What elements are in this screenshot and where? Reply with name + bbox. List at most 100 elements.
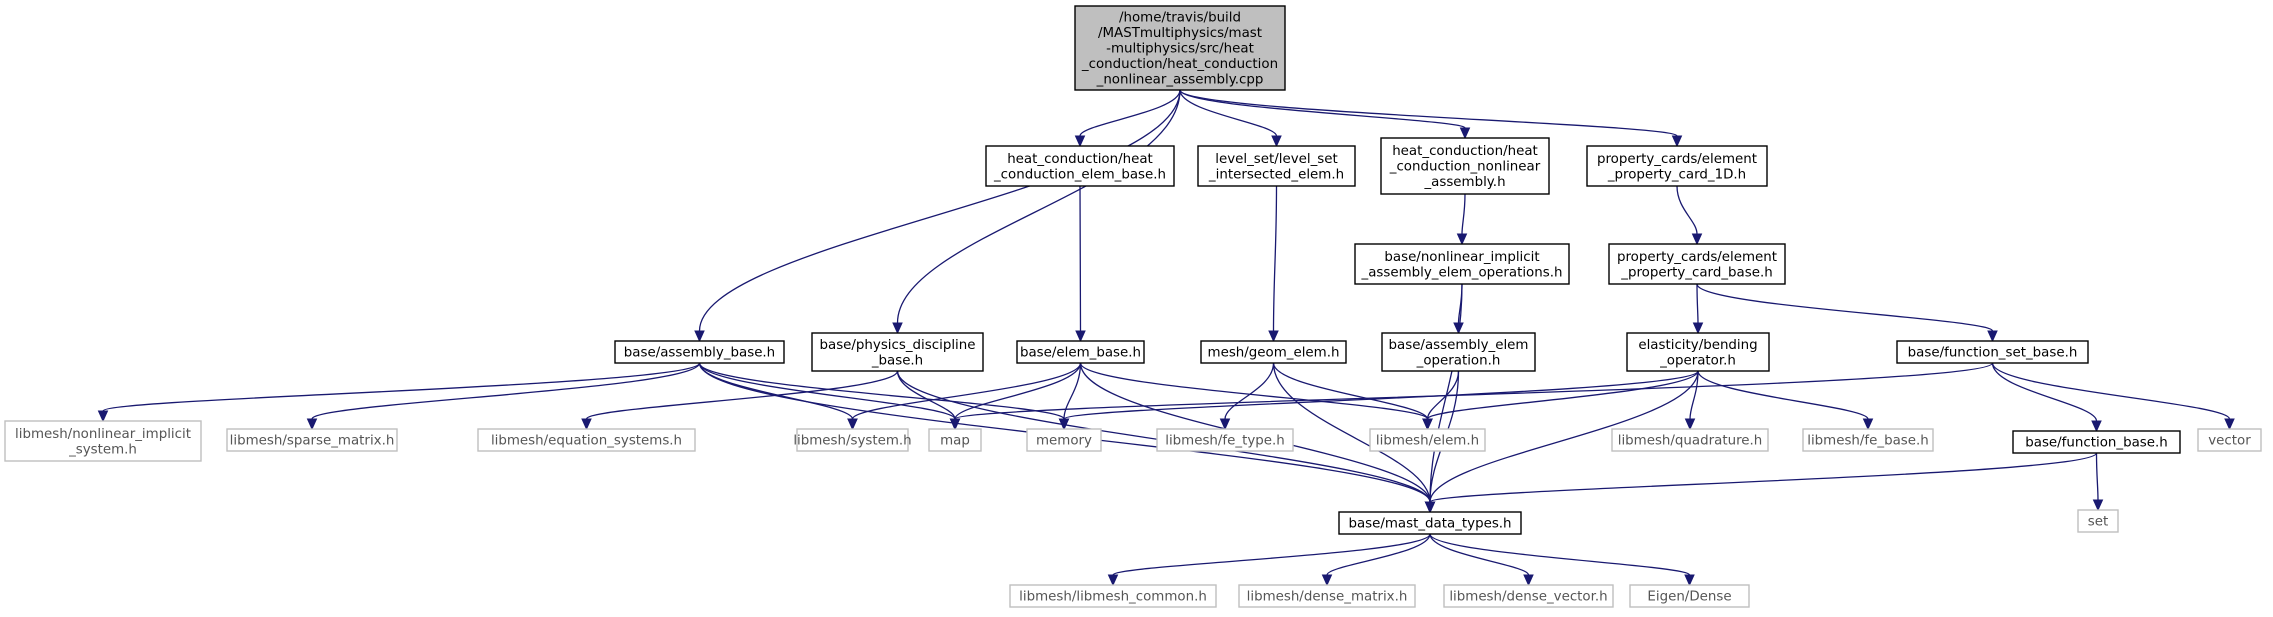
arrowhead <box>1271 135 1282 148</box>
edge-bending-to-fe_base <box>1697 370 1874 431</box>
node-label-line: libmesh/quadrature.h <box>1618 434 1763 449</box>
arrowhead <box>892 322 903 335</box>
node-assembly_base[interactable]: base/assembly_base.h <box>614 340 785 364</box>
arrowhead <box>847 418 858 431</box>
node-dense_matrix[interactable]: libmesh/dense_matrix.h <box>1238 584 1416 608</box>
node-label-line: base/function_base.h <box>2025 436 2168 451</box>
arrowhead <box>1691 233 1703 246</box>
node-func_set_base[interactable]: base/function_set_base.h <box>1896 340 2089 364</box>
edge-prop_card_base-to-func_set_base <box>1696 283 1998 343</box>
node-box <box>226 428 398 452</box>
node-nl_impl_sys[interactable]: libmesh/nonlinear_implicit_system.h <box>4 420 202 462</box>
node-root[interactable]: /home/travis/build/MASTmultiphysics/mast… <box>1074 5 1286 91</box>
node-prop_card_base[interactable]: property_cards/element_property_card_bas… <box>1608 243 1786 285</box>
node-set[interactable]: set <box>2077 509 2119 533</box>
node-box <box>1608 243 1786 285</box>
edge-line <box>1429 533 1691 576</box>
node-box <box>1026 428 1102 452</box>
node-sparse[interactable]: libmesh/sparse_matrix.h <box>226 428 398 452</box>
arrowhead <box>1523 574 1534 587</box>
edge-root-to-assembly_base <box>694 89 1181 343</box>
node-label-line: _operation.h <box>1416 353 1501 368</box>
arrowhead <box>1074 135 1086 148</box>
edge-line <box>1224 362 1275 420</box>
node-geom_elem[interactable]: mesh/geom_elem.h <box>1200 340 1347 364</box>
arrowhead <box>1692 322 1704 335</box>
node-prop_card_1d[interactable]: property_cards/element_property_card_1D.… <box>1586 145 1768 187</box>
node-fe_base[interactable]: libmesh/fe_base.h <box>1802 428 1934 452</box>
edge-line <box>1063 362 1082 420</box>
edge-line <box>585 370 899 420</box>
edge-line <box>1272 362 1429 420</box>
arrowhead <box>1684 418 1696 431</box>
node-label-line: base/assembly_elem <box>1389 338 1529 353</box>
edge-line <box>1079 185 1082 332</box>
edge-line <box>1676 185 1698 235</box>
edge-line <box>1429 370 1699 503</box>
node-label-line: libmesh/elem.h <box>1376 434 1479 449</box>
node-dense_vector[interactable]: libmesh/dense_vector.h <box>1443 584 1614 608</box>
node-box <box>811 332 984 372</box>
edge-line <box>1696 283 1699 324</box>
node-label-line: libmesh/fe_base.h <box>1807 434 1929 449</box>
node-memory[interactable]: memory <box>1026 428 1102 452</box>
edge-root-to-levelset <box>1179 89 1282 148</box>
node-box <box>1629 584 1750 608</box>
node-fe_type[interactable]: libmesh/fe_type.h <box>1156 428 1294 452</box>
node-box <box>2012 430 2181 454</box>
node-levelset[interactable]: level_set/level_set_intersected_elem.h <box>1197 145 1356 187</box>
node-eqsys[interactable]: libmesh/equation_systems.h <box>477 428 696 452</box>
edge-elem_base-to-elem <box>1079 362 1433 431</box>
arrowhead <box>1321 574 1333 587</box>
arrowhead <box>581 418 592 431</box>
edge-line <box>1179 89 1278 137</box>
edge-line <box>1991 362 2098 422</box>
node-asm_elem_op[interactable]: base/assembly_elem_operation.h <box>1381 332 1536 372</box>
node-hc_elem_base[interactable]: heat_conduction/heat_conduction_elem_bas… <box>985 145 1175 187</box>
node-box <box>1896 340 2089 364</box>
node-map[interactable]: map <box>928 428 982 452</box>
edge-line <box>1429 283 1463 503</box>
node-vector[interactable]: vector <box>2197 428 2262 452</box>
node-label-line: base/function_set_base.h <box>1908 346 2078 361</box>
node-label-line: base/elem_base.h <box>1020 346 1141 361</box>
node-label-line: base/assembly_base.h <box>624 346 775 361</box>
node-box <box>1380 137 1550 195</box>
edge-func_set_base-to-vector <box>1991 362 2235 431</box>
node-label-line: _property_card_1D.h <box>1607 167 1746 182</box>
node-system[interactable]: libmesh/system.h <box>793 428 912 452</box>
edge-line <box>698 89 1181 332</box>
node-label-line: _operator.h <box>1659 353 1736 368</box>
node-box <box>1074 5 1286 91</box>
node-libmesh_common[interactable]: libmesh/libmesh_common.h <box>1009 584 1217 608</box>
node-physics[interactable]: base/physics_discipline_base.h <box>811 332 984 372</box>
edge-line <box>1991 362 2231 420</box>
node-label-line: _assembly.h <box>1423 175 1505 190</box>
node-box <box>1354 243 1570 285</box>
node-label-line: vector <box>2208 434 2251 449</box>
edge-mast_types-to-libmesh_common <box>1107 533 1431 587</box>
node-box <box>477 428 696 452</box>
arrowhead <box>1422 418 1433 431</box>
node-mast_types[interactable]: base/mast_data_types.h <box>1338 511 1522 535</box>
edge-line <box>896 370 956 420</box>
node-elem_base[interactable]: base/elem_base.h <box>1016 340 1145 364</box>
node-nl_impl_ops[interactable]: base/nonlinear_implicit_assembly_elem_op… <box>1354 243 1570 285</box>
node-bending[interactable]: elasticity/bending_operator.h <box>1626 332 1770 372</box>
node-func_base[interactable]: base/function_base.h <box>2012 430 2181 454</box>
node-label-line: Eigen/Dense <box>1647 590 1731 605</box>
arrowhead <box>2091 420 2102 433</box>
node-label-line: libmesh/fe_type.h <box>1165 434 1285 449</box>
arrowhead <box>1862 418 1874 431</box>
node-hc_nl_assembly[interactable]: heat_conduction/heat_conduction_nonlinea… <box>1380 137 1550 195</box>
node-quadrature[interactable]: libmesh/quadrature.h <box>1611 428 1769 452</box>
node-label-line: libmesh/dense_matrix.h <box>1247 590 1408 605</box>
node-label-line: base/mast_data_types.h <box>1348 517 1511 532</box>
node-elem[interactable]: libmesh/elem.h <box>1369 428 1486 452</box>
node-label-line: mesh/geom_elem.h <box>1208 346 1340 361</box>
node-box <box>1611 428 1769 452</box>
node-eigen[interactable]: Eigen/Dense <box>1629 584 1750 608</box>
node-label-line: libmesh/system.h <box>793 434 911 449</box>
edge-bending-to-elem <box>1422 370 1699 431</box>
